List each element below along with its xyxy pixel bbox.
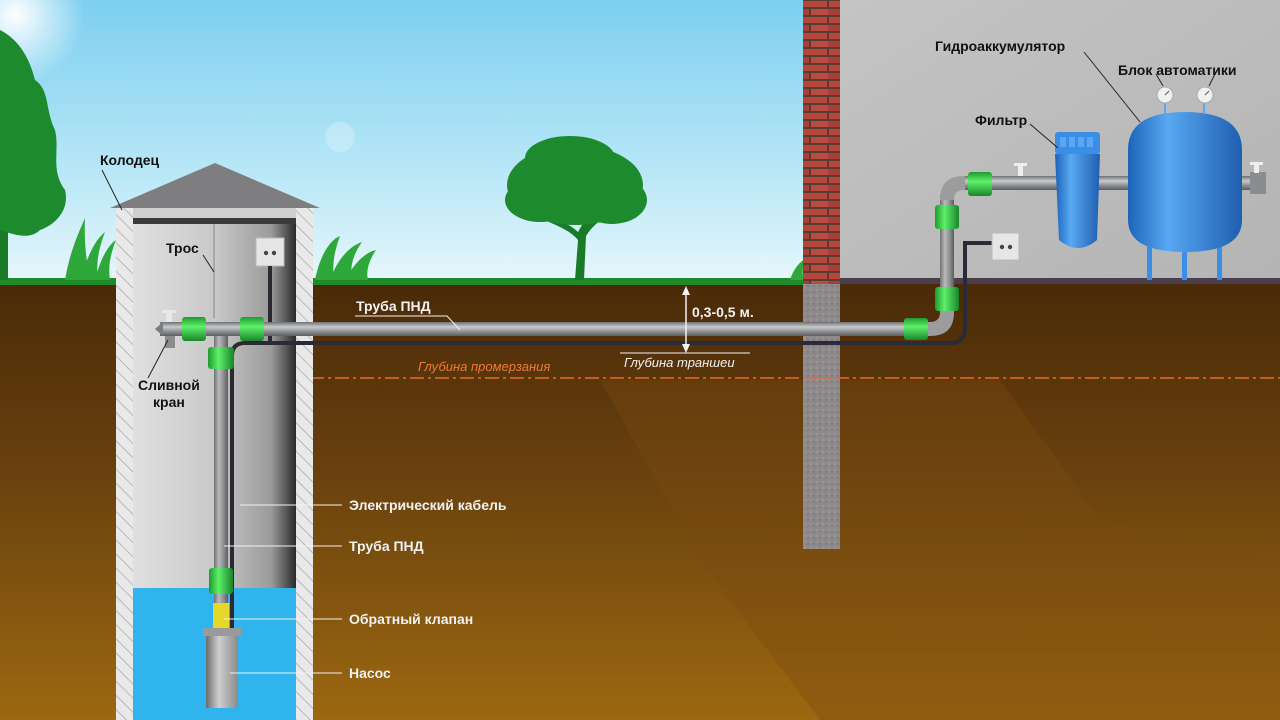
leader-drain-tap bbox=[147, 339, 169, 379]
leader-hydroaccumulator bbox=[1083, 51, 1141, 123]
fitting-3 bbox=[208, 347, 234, 369]
sun-flare bbox=[325, 122, 355, 152]
label-well: Колодец bbox=[100, 152, 160, 168]
depth-arrow bbox=[682, 286, 690, 353]
grass-tuft-wall-icon bbox=[790, 258, 806, 280]
fitting-7 bbox=[935, 205, 959, 229]
electric-cable-horizontal bbox=[270, 241, 995, 345]
fitting-5 bbox=[904, 318, 928, 340]
grass-strip bbox=[0, 278, 810, 285]
label-depth-range: 0,3-0,5 м. bbox=[692, 304, 754, 320]
well-top-rim bbox=[133, 208, 296, 220]
brick-wall bbox=[803, 0, 840, 284]
pressure-gauge-right-icon bbox=[1196, 86, 1214, 104]
pipe-vertical bbox=[214, 336, 228, 611]
label-pipe-vertical: Труба ПНД bbox=[349, 538, 424, 554]
label-pump: Насос bbox=[349, 665, 391, 681]
label-automation-block: Блок автоматики bbox=[1118, 62, 1237, 78]
label-drain-tap-line1: Сливной bbox=[138, 377, 200, 393]
label-drain-tap-line2: кран bbox=[153, 394, 185, 410]
leader-lines bbox=[101, 51, 1216, 674]
socket-well-icon bbox=[255, 237, 285, 267]
pressure-gauge-left-icon bbox=[1156, 86, 1174, 104]
fitting-2 bbox=[240, 317, 264, 341]
label-filter: Фильтр bbox=[975, 112, 1028, 128]
label-hydroaccumulator: Гидроаккумулятор bbox=[935, 38, 1066, 54]
hydroaccumulator-icon bbox=[1128, 100, 1242, 280]
label-check-valve: Обратный клапан bbox=[349, 611, 474, 627]
valve-house-icon bbox=[1014, 163, 1027, 176]
well-top-bar bbox=[133, 218, 296, 224]
leader-filter bbox=[1029, 123, 1059, 149]
well-roof bbox=[110, 163, 320, 208]
leader-rope bbox=[202, 254, 215, 273]
label-electric-cable: Электрический кабель bbox=[349, 497, 507, 513]
grass-tuft-right-icon bbox=[315, 236, 376, 280]
check-valve bbox=[213, 603, 229, 628]
tree-left-icon bbox=[0, 30, 66, 280]
grass-tuft-left-icon bbox=[65, 218, 116, 280]
pump-top bbox=[203, 628, 241, 636]
label-drain-tap: Сливной кран bbox=[138, 377, 200, 411]
tree-middle-icon bbox=[505, 136, 647, 280]
label-rope: Трос bbox=[166, 240, 199, 256]
fitting-4 bbox=[209, 568, 233, 594]
leader-well bbox=[101, 169, 123, 211]
fitting-8 bbox=[968, 172, 992, 196]
socket-house-icon bbox=[991, 232, 1020, 261]
soil-shade bbox=[600, 380, 1280, 720]
valve-outlet-icon bbox=[1250, 162, 1266, 194]
well-wall-left bbox=[116, 208, 133, 720]
label-pipe-horizontal: Труба ПНД bbox=[356, 298, 431, 314]
fitting-1 bbox=[182, 317, 206, 341]
pipe-elbow-upper bbox=[940, 176, 970, 200]
leader-automation-1 bbox=[1155, 73, 1164, 87]
fitting-6 bbox=[935, 287, 959, 311]
pump-body bbox=[206, 636, 238, 708]
pipe-horizontal bbox=[160, 322, 920, 336]
leader-automation-2 bbox=[1208, 73, 1216, 87]
drain-tap-icon bbox=[155, 310, 176, 348]
label-trench-depth: Глубина траншеи bbox=[624, 355, 735, 370]
filter-icon bbox=[1055, 132, 1100, 248]
well-wall-right bbox=[296, 208, 313, 720]
leader-pipe-horizontal bbox=[355, 315, 461, 331]
label-freezing-depth: Глубина промерзания bbox=[418, 359, 551, 374]
house-floor bbox=[840, 278, 1280, 284]
